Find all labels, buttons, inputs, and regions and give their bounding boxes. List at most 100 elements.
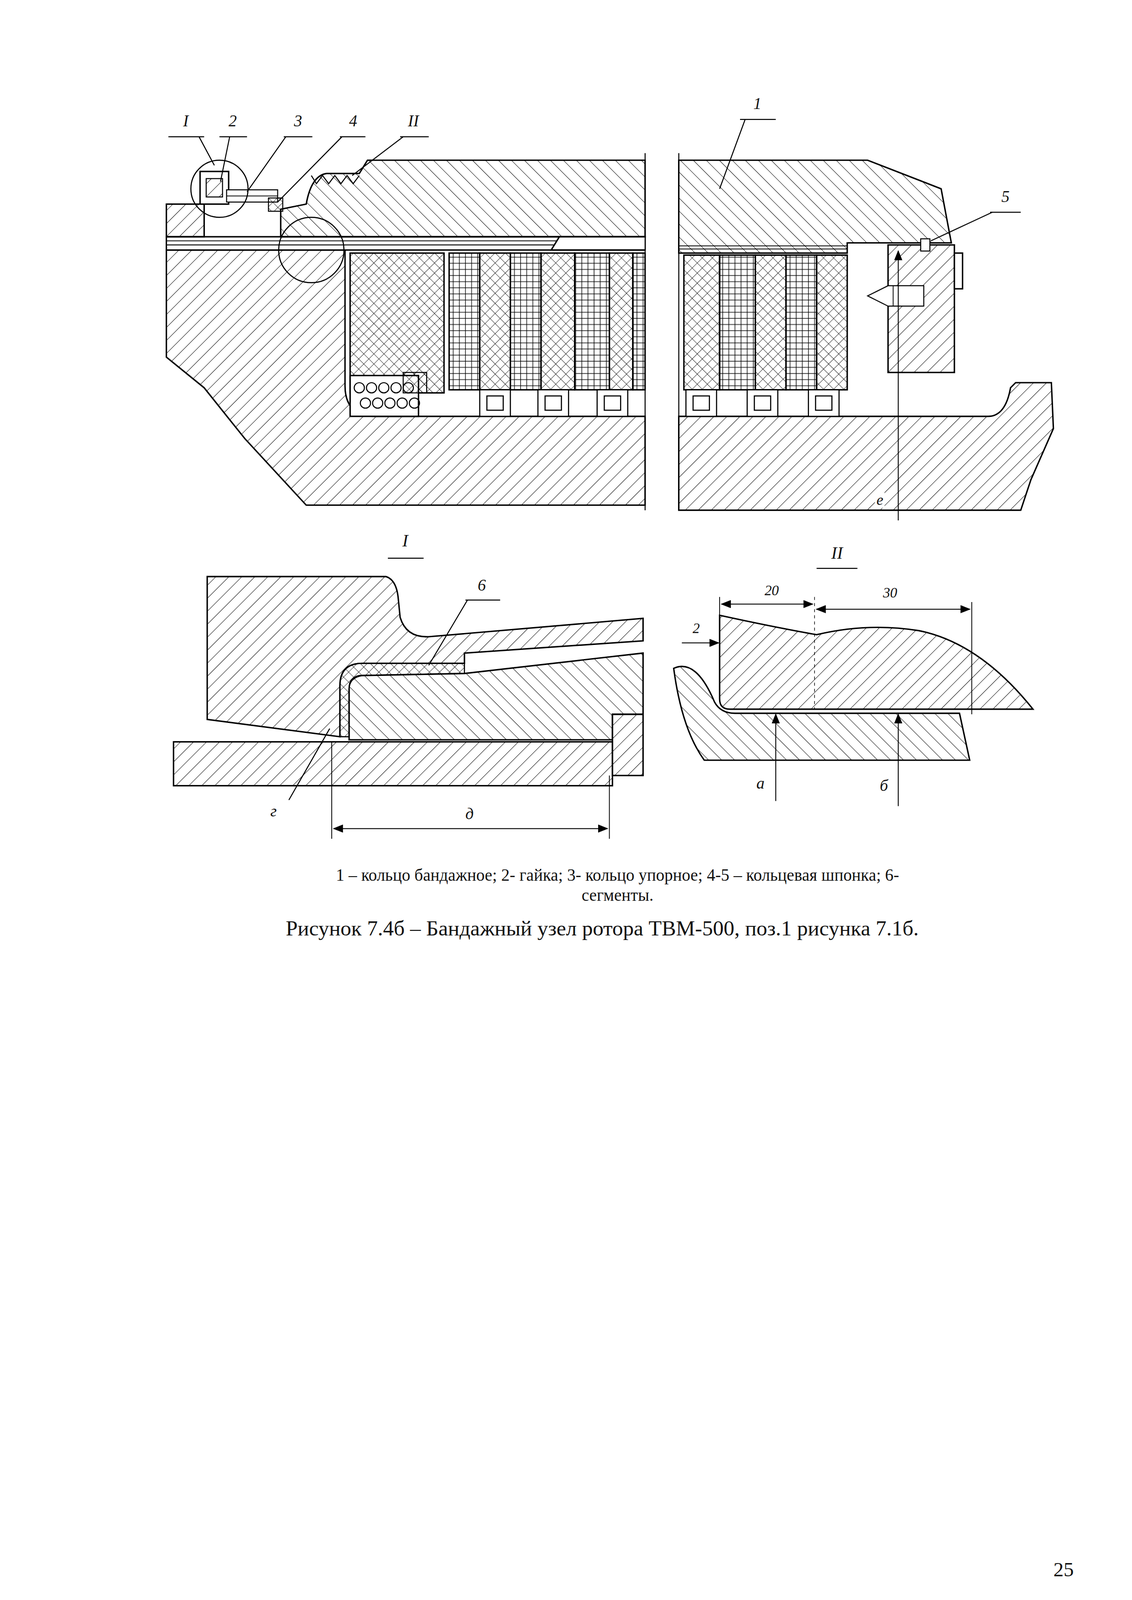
drawing-line — [391, 382, 402, 393]
drawing-line — [479, 390, 511, 417]
view-label: I — [401, 532, 410, 551]
drawing-line — [747, 390, 778, 417]
callout-number: II — [406, 112, 421, 131]
callout-number: I — [181, 112, 190, 131]
drawing-line — [360, 398, 371, 409]
callout-number: 6 — [476, 577, 488, 595]
drawing-line — [331, 741, 333, 840]
drawing-line — [721, 603, 813, 605]
drawing-line — [173, 741, 613, 786]
drawing-line — [339, 136, 366, 138]
drawing-line — [541, 253, 575, 391]
drawing-line — [448, 253, 480, 391]
drawing-line — [479, 390, 839, 417]
drawing-line — [574, 253, 610, 391]
dimension-label: е — [875, 492, 885, 509]
drawing-line — [990, 211, 1021, 213]
drawing-line — [354, 382, 365, 393]
drawing-line — [604, 396, 621, 411]
drawing-line — [226, 195, 278, 197]
dimension-label: а — [755, 775, 767, 793]
drawing-line — [378, 382, 389, 393]
drawing-line — [897, 250, 899, 521]
drawing-line — [867, 285, 924, 307]
drawing-line — [815, 396, 832, 411]
drawing-line — [632, 253, 646, 391]
drawing-line — [954, 253, 963, 289]
drawing-line — [283, 136, 313, 138]
drawing-line — [199, 171, 229, 205]
drawing-line — [816, 568, 858, 569]
drawing-line — [403, 372, 427, 394]
drawing-line — [930, 212, 992, 241]
drawing-line — [280, 160, 646, 237]
drawing-line — [349, 253, 444, 393]
drawing-line — [786, 255, 817, 390]
drawing-line — [685, 390, 717, 417]
dimension-value: 20 — [763, 583, 781, 599]
drawing-line — [755, 255, 786, 390]
callout-number: 3 — [292, 112, 304, 131]
drawing-line — [219, 136, 247, 138]
drawing-line — [678, 153, 680, 511]
drawing-line — [333, 828, 608, 830]
drawing-line — [166, 236, 646, 251]
drawing-line — [372, 398, 383, 409]
callout-number: 1 — [751, 95, 763, 113]
drawing-line — [166, 250, 646, 506]
drawing-line — [352, 136, 404, 176]
drawing-line — [387, 558, 424, 559]
drawing-line — [486, 396, 504, 411]
drawing-line — [198, 136, 215, 166]
drawing-line — [400, 136, 429, 138]
dimension-label: д — [464, 805, 475, 824]
drawing-line — [808, 390, 840, 417]
drawing-line — [311, 175, 360, 184]
drawing-line — [644, 153, 646, 511]
drawing-line — [719, 597, 720, 616]
drawing-line — [220, 136, 230, 182]
drawing-line — [719, 119, 746, 189]
drawing-line — [892, 285, 894, 307]
drawing-line — [754, 396, 771, 411]
callout-number: 2 — [227, 112, 239, 131]
drawing-line — [612, 714, 643, 776]
figure-caption: Рисунок 7.4б – Бандажный узел ротора ТВМ… — [122, 915, 1082, 942]
drawing-line — [168, 119, 1021, 241]
drawing-line — [278, 217, 345, 283]
view-label: II — [829, 544, 845, 563]
drawing-line — [384, 398, 395, 409]
dimension-label: б — [878, 777, 890, 795]
drawing-line — [349, 653, 643, 741]
drawing-line — [816, 609, 971, 611]
callout-number: 4 — [347, 112, 359, 131]
drawing-line — [719, 615, 1033, 710]
drawing-line — [897, 714, 899, 807]
drawing-line — [428, 600, 468, 666]
drawing-line — [277, 136, 343, 203]
drawing-line — [288, 728, 330, 801]
drawing-line — [366, 382, 377, 393]
drawing-line — [678, 160, 952, 254]
page-number: 25 — [1052, 1559, 1076, 1581]
drawing-line — [719, 255, 756, 390]
drawing-line — [166, 119, 1054, 840]
drawing-line — [920, 239, 930, 252]
drawing-line — [971, 602, 973, 715]
drawing-line — [246, 136, 286, 193]
drawing-line — [190, 160, 248, 218]
drawing-line — [775, 714, 777, 802]
drawing-line — [396, 398, 407, 409]
drawing-line — [673, 666, 971, 761]
drawing-line — [537, 390, 569, 417]
drawing-line — [609, 253, 633, 391]
parts-list: 1 – кольцо бандажное; 2- гайка; 3- кольц… — [331, 865, 904, 907]
drawing-line — [693, 396, 710, 411]
drawing-line — [678, 382, 1054, 511]
drawing-line — [268, 198, 283, 212]
drawing-line — [609, 775, 611, 840]
drawing-line — [814, 597, 815, 710]
drawing-line — [816, 255, 848, 390]
drawing-line — [479, 253, 511, 391]
drawing-line — [545, 396, 562, 411]
